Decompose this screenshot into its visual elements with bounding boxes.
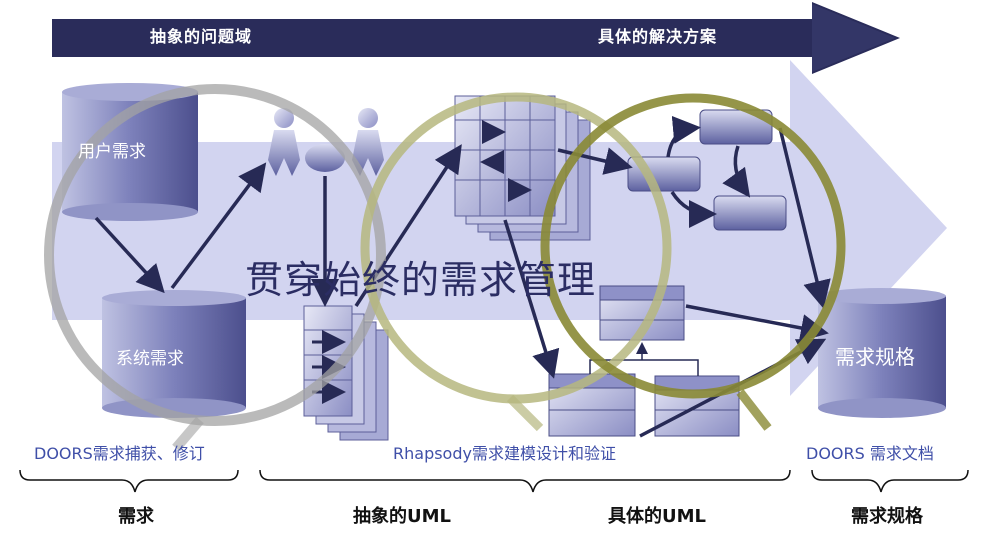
category-brackets <box>19 469 969 493</box>
timeline-arrow <box>52 2 900 74</box>
user-requirements-label: 用户需求 <box>78 142 146 162</box>
circle-olive-light <box>360 92 672 432</box>
requirements-spec-document <box>818 288 946 418</box>
category-label-abstract-uml: 抽象的UML <box>353 506 451 527</box>
requirements-spec-label: 需求规格 <box>835 345 915 369</box>
timeline-right-label: 具体的解决方案 <box>598 27 718 46</box>
timeline-left-label: 抽象的问题域 <box>150 27 253 46</box>
tool-label-doors-capture: DOORS需求捕获、修订 <box>34 444 205 463</box>
use-case-actor-left-icon <box>268 108 300 176</box>
system-requirements-label: 系统需求 <box>116 349 184 369</box>
center-title: 贯穿始终的需求管理 <box>245 258 597 302</box>
class-inheritance-connector <box>589 342 699 376</box>
category-label-concrete-uml: 具体的UML <box>608 506 706 527</box>
tool-label-rhapsody: Rhapsody需求建模设计和验证 <box>393 444 616 463</box>
category-label-spec: 需求规格 <box>851 506 923 527</box>
use-case-ellipse-icon <box>305 144 345 172</box>
sequence-diagram-stack-icon <box>303 305 389 441</box>
state-box-bottom <box>713 195 787 231</box>
circle-olive-dark <box>540 93 846 431</box>
category-label-requirements: 需求 <box>118 506 154 527</box>
tool-label-doors-document: DOORS 需求文档 <box>806 444 934 463</box>
circle-gray <box>44 84 386 452</box>
